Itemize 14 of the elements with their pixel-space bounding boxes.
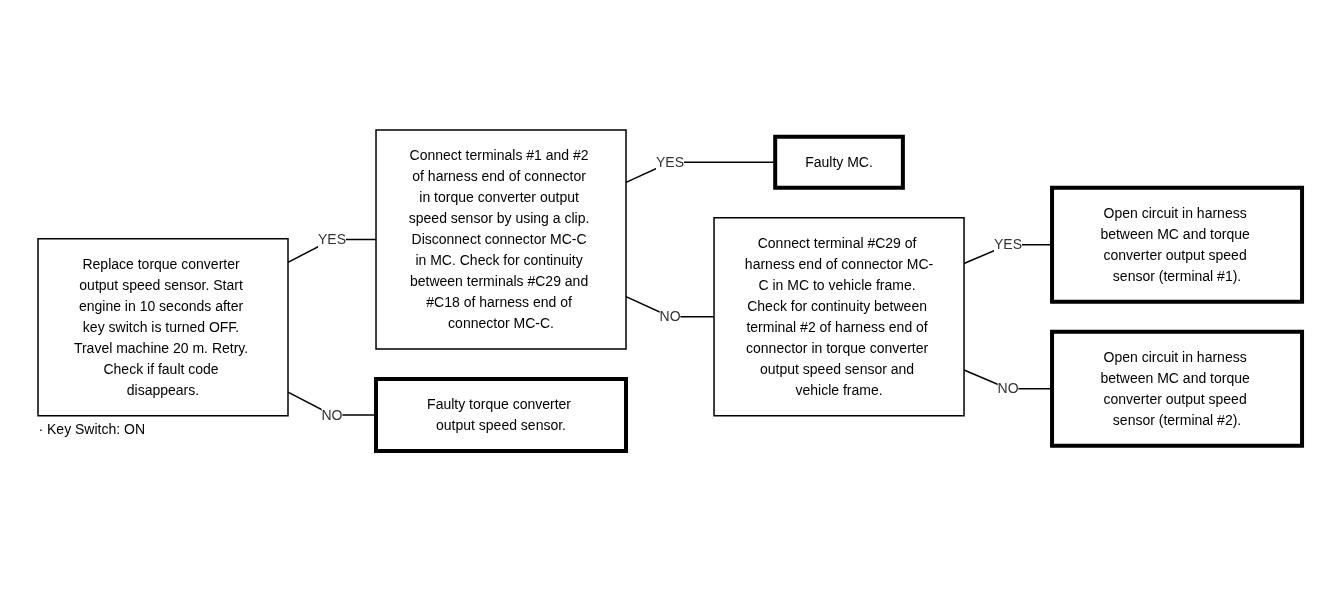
- node-box: Connect terminals #1 and #2 of harness end of connector in torque converter output speed sensor by using a clip. Disconnect connector MC-C in MC. Check for continuity between terminals #C29 and #C18 of harness end of connector MC-C.: [375, 128, 628, 350]
- edge-label: YES: [318, 230, 347, 247]
- node-box: Faulty MC.: [773, 134, 906, 190]
- edge-label: NO: [659, 307, 681, 324]
- node-box: Open circuit in harness between MC and torque converter output speed sensor (terminal #2).: [1050, 329, 1305, 448]
- node-box: Connect terminal #C29 of harness end of connector MC-C in MC to vehicle frame. Check for continuity between terminal #2 of harness end of connector in torque converter output speed sensor and vehicle frame.: [713, 216, 966, 416]
- node-box: Faulty torque converter output speed sensor.: [374, 376, 629, 453]
- edge-label: NO: [321, 406, 343, 422]
- node-box: Open circuit in harness between MC and torque converter output speed sensor (terminal #1).: [1050, 185, 1305, 304]
- node-box: Replace torque converter output speed sensor. Start engine in 10 seconds after key switch is turned OFF. Travel machine 20 m. Retry. Check if fault code disappears.: [37, 237, 290, 416]
- edge-label: YES: [994, 235, 1023, 252]
- note-text: · Key Switch: ON: [38, 421, 146, 438]
- edge-label: YES: [656, 153, 685, 170]
- edge-label: NO: [998, 379, 1020, 396]
